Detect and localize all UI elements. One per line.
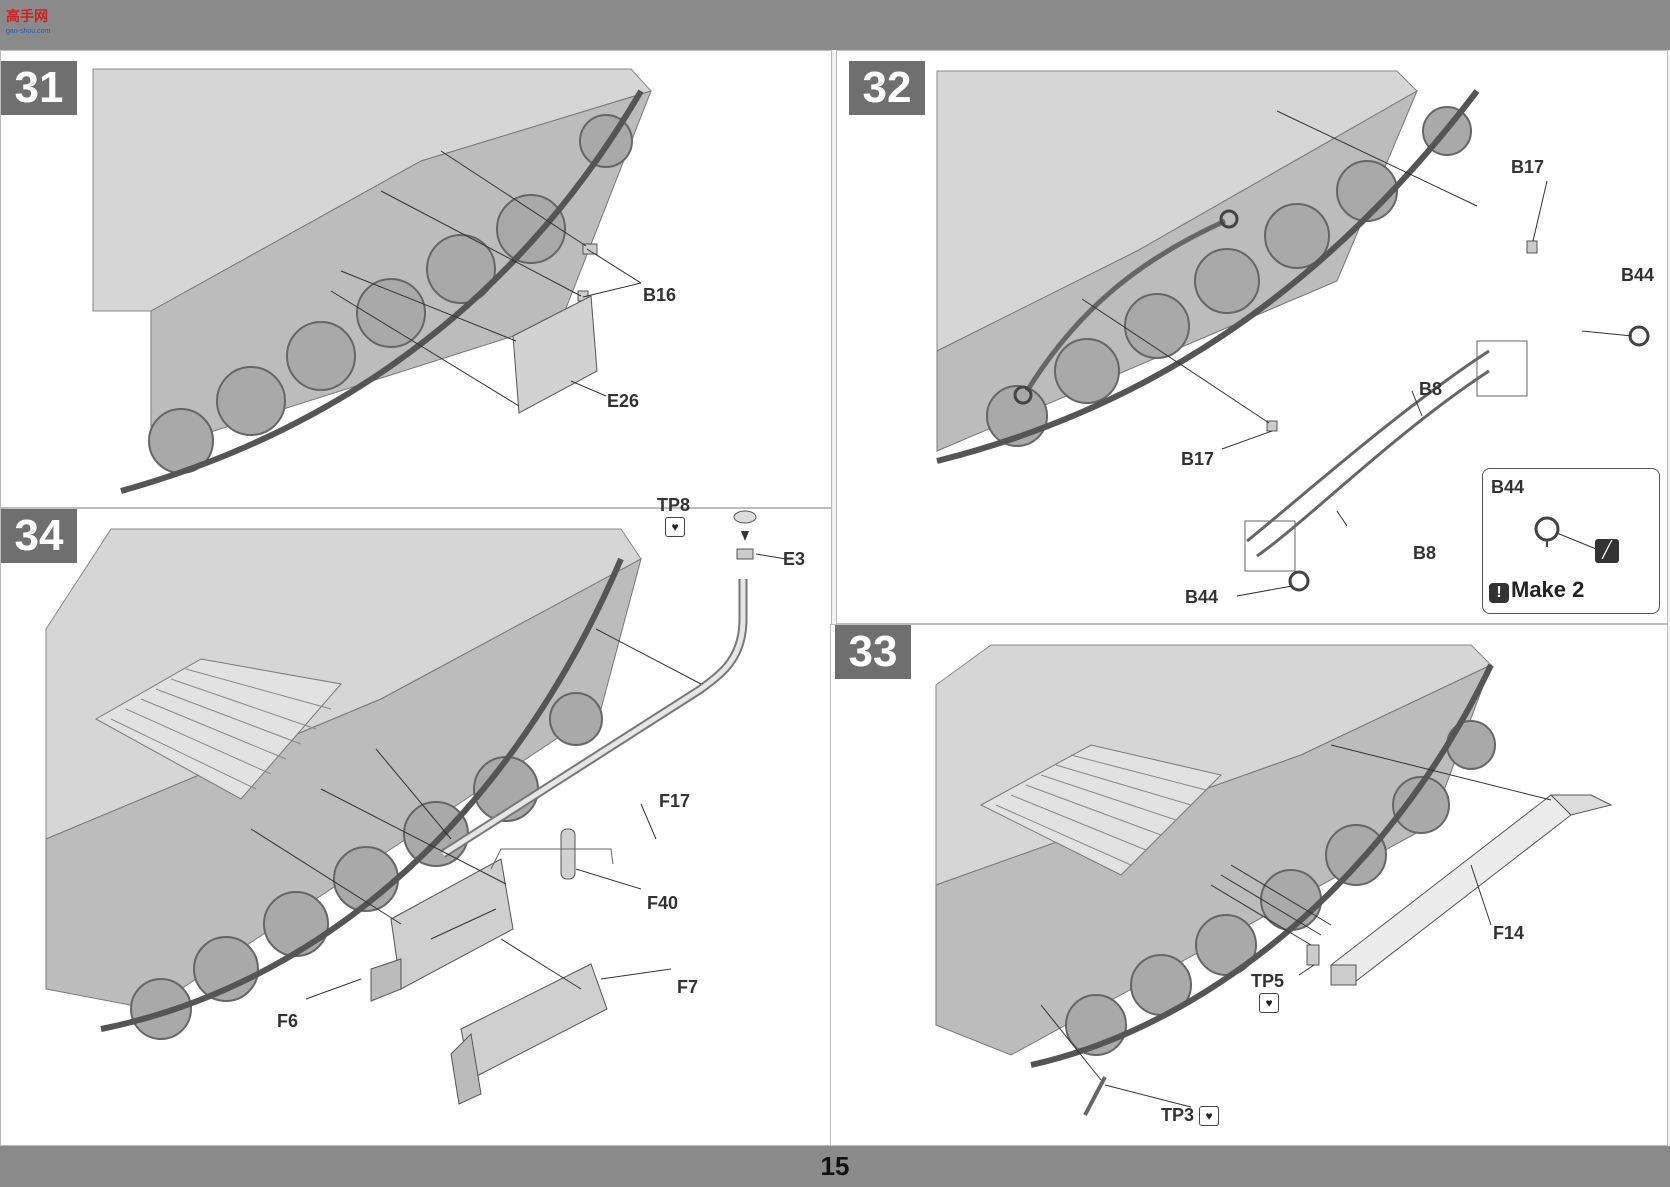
step-33-number: 33 bbox=[835, 625, 911, 679]
logo-subtext: gao-shou.com bbox=[6, 28, 51, 35]
step-31-number: 31 bbox=[1, 61, 77, 115]
label-f40: F40 bbox=[647, 893, 679, 913]
step-34-drawing bbox=[45, 510, 787, 1105]
label-tp3: TP3 ♥ bbox=[1161, 1105, 1220, 1127]
logo-text: 高手网 bbox=[6, 8, 48, 24]
page-number: 15 bbox=[820, 1151, 850, 1181]
label-e26: E26 bbox=[607, 391, 640, 411]
heart-glue-icon: ♥ bbox=[1259, 993, 1279, 1014]
label-tp5-text: TP5 bbox=[1251, 971, 1285, 991]
label-f7: F7 bbox=[677, 977, 699, 997]
label-f17: F17 bbox=[659, 791, 691, 811]
label-b17-top: B17 bbox=[1511, 157, 1545, 177]
top-bar bbox=[0, 0, 1670, 50]
inset-part-label: B44 bbox=[1491, 477, 1525, 497]
inset-drawing bbox=[1534, 516, 1602, 552]
label-f14: F14 bbox=[1493, 923, 1525, 943]
label-b8-top: B8 bbox=[1419, 379, 1443, 399]
bottom-bar bbox=[0, 1146, 1670, 1187]
step-34-number: 34 bbox=[1, 509, 77, 563]
label-b17-bottom: B17 bbox=[1181, 449, 1215, 469]
step-32-number: 32 bbox=[849, 61, 925, 115]
step-31-panel: 31 B16 E26 bbox=[0, 50, 832, 508]
make-2-note: !Make 2 bbox=[1489, 577, 1584, 603]
step-34-panel: 34 bbox=[0, 495, 832, 1146]
paint-brush-icon: ╱ bbox=[1595, 539, 1619, 563]
step-33-drawing bbox=[935, 644, 1613, 1116]
step-31-drawing bbox=[92, 68, 652, 494]
label-b44-top: B44 bbox=[1621, 265, 1655, 285]
label-e3: E3 bbox=[783, 549, 806, 569]
label-b8-bottom: B8 bbox=[1413, 543, 1437, 563]
label-tp8-text: TP8 bbox=[657, 495, 691, 515]
site-logo: 高手网 gao-shou.com bbox=[6, 8, 70, 38]
heart-glue-icon: ♥ bbox=[1199, 1106, 1220, 1127]
label-tp8: TP8 ♥ bbox=[657, 495, 691, 538]
label-f6: F6 bbox=[277, 1011, 299, 1031]
make-2-inset: B44 ╱ !Make 2 bbox=[1482, 468, 1660, 614]
label-b44-bottom: B44 bbox=[1185, 587, 1219, 607]
heart-glue-icon: ♥ bbox=[665, 517, 685, 538]
label-b16: B16 bbox=[643, 285, 677, 305]
label-tp5: TP5 ♥ bbox=[1251, 971, 1285, 1014]
make-2-text: Make 2 bbox=[1511, 577, 1585, 602]
step-32-drawing bbox=[936, 70, 1650, 597]
step-33-panel: 33 bbox=[830, 624, 1668, 1146]
label-tp3-text: TP3 bbox=[1161, 1105, 1195, 1125]
exclamation-icon: ! bbox=[1489, 583, 1509, 603]
